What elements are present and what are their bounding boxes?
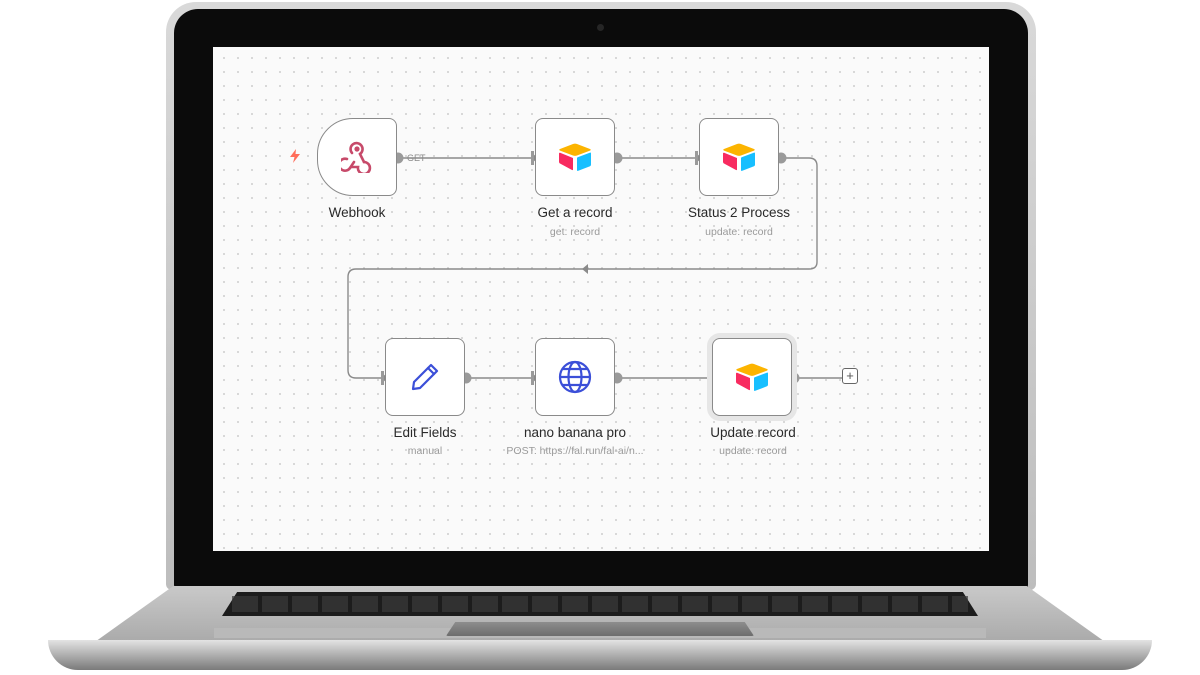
add-node-button[interactable]: + [842,368,858,384]
webcam-icon [597,24,604,31]
node-edit-fields-title: Edit Fields [340,425,510,440]
webhook-icon [341,141,373,173]
trigger-bolt-icon [289,149,301,163]
edge-label-method: GET [407,153,426,163]
pencil-icon [409,361,441,393]
airtable-icon [734,362,770,392]
laptop-trackpad [446,622,754,636]
node-webhook[interactable] [317,118,397,196]
node-status-process-subtitle: update: record [639,226,839,238]
node-status-process-title: Status 2 Process [654,205,824,220]
node-webhook-title: Webhook [272,205,442,220]
workflow-canvas[interactable]: GET Webhook Get a record get: record [213,47,989,551]
node-nano-banana[interactable] [535,338,615,416]
node-get-record[interactable] [535,118,615,196]
airtable-icon [557,142,593,172]
laptop-keys [232,596,968,612]
node-status-process[interactable] [699,118,779,196]
node-update-record[interactable] [712,338,792,416]
node-nano-banana-title: nano banana pro [490,425,660,440]
globe-icon [557,359,593,395]
laptop-front-edge [48,640,1152,670]
airtable-icon [721,142,757,172]
node-nano-banana-subtitle: POST: https://fal.run/fal-ai/n... [475,445,675,457]
node-edit-fields[interactable] [385,338,465,416]
node-update-record-subtitle: update: record [653,445,853,457]
node-get-record-title: Get a record [490,205,660,220]
node-update-record-title: Update record [668,425,838,440]
